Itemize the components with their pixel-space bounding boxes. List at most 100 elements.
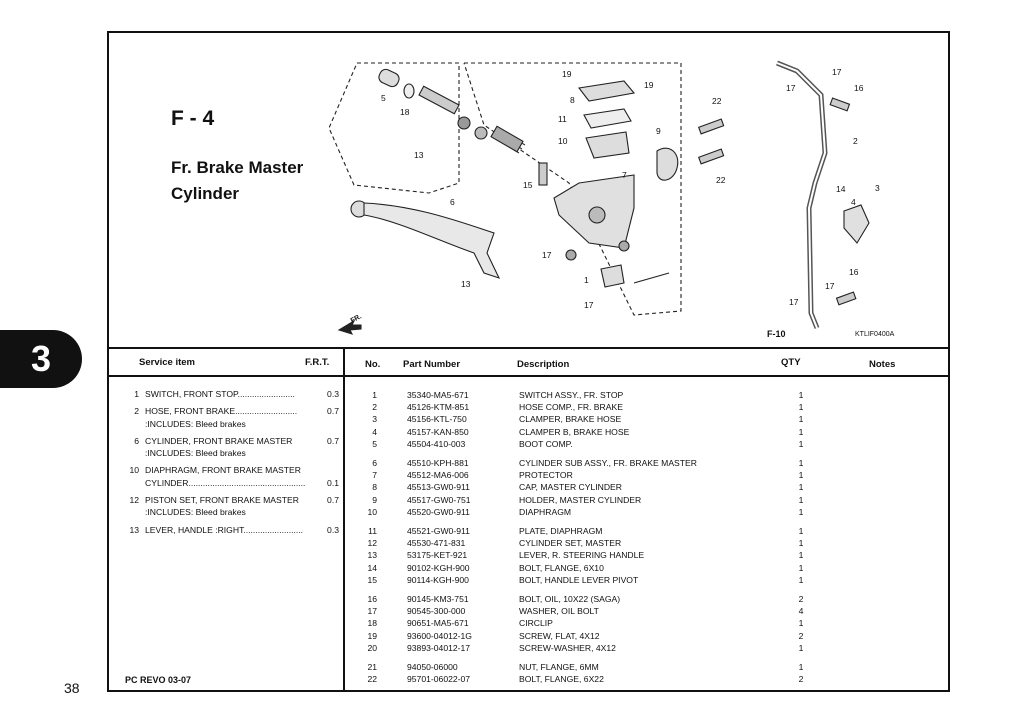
oil-bolt-lower — [835, 291, 857, 306]
part-number: 45513-GW0-911 — [407, 482, 470, 493]
callout-17a: 17 — [786, 83, 796, 93]
piston-part — [418, 85, 526, 154]
callout-15: 15 — [523, 180, 533, 190]
oil-bolt-upper — [829, 97, 851, 112]
holder-part — [656, 147, 679, 181]
service-item-desc: CYLINDER, FRONT BRAKE MASTER — [145, 435, 293, 446]
boot-part — [378, 68, 415, 99]
service-item-frt: 0.7 — [327, 495, 339, 506]
callout-13: 13 — [461, 279, 471, 289]
service-item-includes: :INCLUDES: Bleed brakes — [145, 448, 246, 459]
service-item-desc-cont: CYLINDER................................… — [145, 477, 306, 488]
part-no: 3 — [372, 414, 377, 425]
part-description: SCREW, FLAT, 4X12 — [519, 630, 600, 641]
description-header: Description — [517, 359, 570, 370]
part-number-header: Part Number — [403, 359, 461, 370]
part-number: 93600-04012-1G — [407, 630, 472, 641]
callout-18: 18 — [400, 107, 410, 117]
part-no: 9 — [372, 494, 377, 505]
service-item-desc: DIAPHRAGM, FRONT BRAKE MASTER — [145, 465, 301, 476]
part-description: CYLINDER SUB ASSY., FR. BRAKE MASTER — [519, 458, 697, 469]
part-no: 13 — [367, 550, 377, 561]
callout-5: 5 — [381, 93, 386, 103]
piston-kit-outline — [328, 62, 460, 194]
callout-4: 4 — [851, 197, 856, 207]
part-number: 45157-KAN-850 — [407, 426, 469, 437]
diagram-ref-code: KTLIF0400A — [855, 331, 895, 338]
callout-3: 3 — [875, 183, 880, 193]
part-description: LEVER, R. STEERING HANDLE — [519, 550, 645, 561]
part-qty: 1 — [798, 618, 804, 629]
part-qty: 1 — [798, 494, 804, 505]
callout-19b: 19 — [644, 80, 654, 90]
part-no: 10 — [367, 506, 377, 517]
callout-2: 2 — [853, 136, 858, 146]
brake-hose — [776, 60, 828, 329]
callout-labels: 5 18 13 6 13 19 19 8 11 10 9 7 15 17 1 1… — [350, 67, 895, 339]
part-number: 94050-06000 — [407, 662, 458, 673]
callout-10: 10 — [558, 136, 568, 146]
part-no: 22 — [367, 674, 377, 685]
part-number: 45517-GW0-751 — [407, 494, 471, 505]
callout-1: 1 — [584, 275, 589, 285]
part-description: BOLT, FLANGE, 6X22 — [519, 674, 604, 685]
service-item-desc: SWITCH, FRONT STOP......................… — [145, 389, 295, 399]
part-qty: 1 — [798, 438, 804, 449]
part-description: BOOT COMP. — [519, 438, 573, 449]
cylinder-assy-outline — [463, 62, 682, 316]
service-item-includes: :INCLUDES: Bleed brakes — [145, 418, 246, 429]
service-item-desc: LEVER, HANDLE :RIGHT....................… — [145, 524, 304, 535]
part-description: PLATE, DIAPHRAGM — [519, 526, 603, 537]
part-no: 5 — [372, 438, 377, 449]
part-number: 90114-KGH-900 — [407, 574, 469, 585]
part-no: 8 — [372, 482, 377, 493]
part-number: 93893-04012-17 — [407, 642, 471, 653]
part-no: 21 — [367, 662, 377, 673]
service-item-continuation: CYLINDER................................… — [119, 477, 339, 489]
callout-12: 13 — [414, 150, 424, 160]
part-no: 14 — [367, 562, 377, 573]
callout-20: 17 — [584, 300, 594, 310]
frt-header: F.R.T. — [305, 357, 330, 368]
part-number: 35340-MA5-671 — [407, 390, 469, 400]
part-no: 18 — [367, 618, 377, 629]
part-qty: 1 — [798, 550, 804, 561]
part-no: 7 — [372, 470, 377, 481]
part-qty: 1 — [798, 574, 804, 585]
figure-title: Fr. Brake Master Cylinder — [171, 155, 351, 207]
callout-17c: 17 — [825, 281, 835, 291]
part-qty: 1 — [798, 642, 804, 653]
figure-code: F - 4 — [171, 107, 215, 130]
callout-f10: F-10 — [767, 329, 786, 339]
brake-lever — [350, 200, 501, 279]
part-qty: 2 — [798, 594, 804, 605]
part-description: PROTECTOR — [519, 470, 573, 481]
service-item-frt: 0.7 — [327, 435, 339, 446]
part-description: NUT, FLANGE, 6MM — [519, 662, 599, 673]
diagram-area: F - 4 Fr. Brake Master Cylinder — [109, 33, 948, 347]
part-number: 90102-KGH-900 — [407, 562, 470, 573]
part-no: 19 — [367, 630, 377, 641]
part-no: 15 — [367, 574, 377, 585]
part-row: 9 45517-GW0-751 HOLDER, MASTER CYLINDER 1 — [349, 494, 944, 506]
part-no: 17 — [367, 606, 377, 617]
part-number: 45530-471-831 — [407, 538, 466, 549]
part-description: HOLDER, MASTER CYLINDER — [519, 494, 642, 505]
service-item-desc: PISTON SET, FRONT BRAKE MASTER — [145, 495, 299, 506]
part-qty: 1 — [798, 538, 804, 549]
service-item-includes: :INCLUDES: Bleed brakes — [145, 507, 246, 518]
exploded-parts-diagram: 5 18 13 6 13 19 19 8 11 10 9 7 15 17 1 1… — [328, 60, 895, 339]
part-description: CLAMPER B, BRAKE HOSE — [519, 426, 630, 437]
section-tab: 3 — [0, 330, 82, 388]
callout-22a: 22 — [712, 96, 722, 106]
